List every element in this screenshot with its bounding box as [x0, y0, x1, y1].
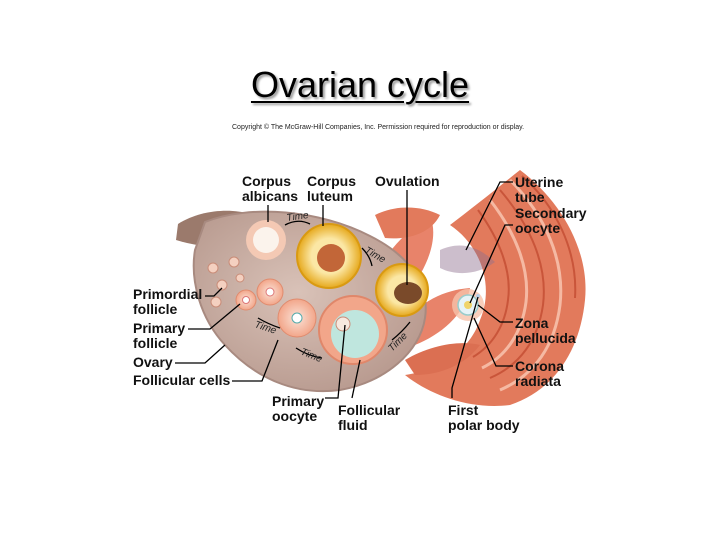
- svg-text:Corpus: Corpus: [307, 173, 356, 189]
- leader-lines: [175, 181, 513, 399]
- label-primary-oocyte: Primary oocyte: [272, 393, 324, 424]
- svg-text:Corona: Corona: [515, 358, 564, 374]
- label-corpus-albicans: Corpus albicans: [242, 173, 298, 204]
- slide-title: Ovarian cycle: [250, 64, 470, 105]
- svg-text:polar body: polar body: [448, 417, 520, 433]
- antral-follicle: [318, 295, 388, 365]
- label-primordial-follicle: Primordial follicle: [133, 286, 202, 317]
- svg-text:fluid: fluid: [338, 417, 368, 433]
- label-first-polar-body: First polar body: [448, 402, 520, 433]
- svg-text:radiata: radiata: [515, 373, 561, 389]
- svg-text:albicans: albicans: [242, 188, 298, 204]
- secondary-oocyte: [452, 289, 484, 321]
- label-primary-follicle: Primary follicle: [133, 320, 185, 351]
- svg-text:follicle: follicle: [133, 335, 178, 351]
- svg-text:luteum: luteum: [307, 188, 353, 204]
- svg-text:Follicular: Follicular: [338, 402, 401, 418]
- corpus-albicans: [246, 220, 286, 260]
- label-secondary-oocyte: Secondary oocyte: [515, 205, 587, 236]
- label-ovary: Ovary: [133, 354, 173, 370]
- svg-text:Corpus: Corpus: [242, 173, 291, 189]
- ovulation-site: [375, 263, 429, 317]
- label-ovulation: Ovulation: [375, 173, 440, 189]
- primordial-follicles: [207, 256, 245, 308]
- svg-text:Follicular cells: Follicular cells: [133, 372, 230, 388]
- label-corona-radiata: Corona radiata: [515, 358, 564, 389]
- time-label: Time: [286, 210, 310, 224]
- label-corpus-luteum: Corpus luteum: [307, 173, 356, 204]
- svg-text:Primary: Primary: [133, 320, 185, 336]
- svg-text:Ovulation: Ovulation: [375, 173, 440, 189]
- svg-text:Primary: Primary: [272, 393, 324, 409]
- label-follicular-fluid: Follicular fluid: [338, 402, 401, 433]
- svg-text:Secondary: Secondary: [515, 205, 587, 221]
- svg-text:Ovary: Ovary: [133, 354, 173, 370]
- svg-text:oocyte: oocyte: [515, 220, 560, 236]
- svg-text:pellucida: pellucida: [515, 330, 576, 346]
- label-uterine-tube: Uterine tube: [515, 174, 563, 205]
- svg-text:Zona: Zona: [515, 315, 549, 331]
- svg-text:tube: tube: [515, 189, 545, 205]
- copyright-notice: Copyright © The McGraw-Hill Companies, I…: [232, 124, 525, 131]
- svg-text:follicle: follicle: [133, 301, 178, 317]
- label-follicular-cells: Follicular cells: [133, 372, 230, 388]
- svg-text:oocyte: oocyte: [272, 408, 317, 424]
- corpus-luteum: [296, 223, 362, 289]
- label-zona-pellucida: Zona pellucida: [515, 315, 576, 346]
- svg-text:Uterine: Uterine: [515, 174, 563, 190]
- svg-text:First: First: [448, 402, 479, 418]
- svg-text:Primordial: Primordial: [133, 286, 202, 302]
